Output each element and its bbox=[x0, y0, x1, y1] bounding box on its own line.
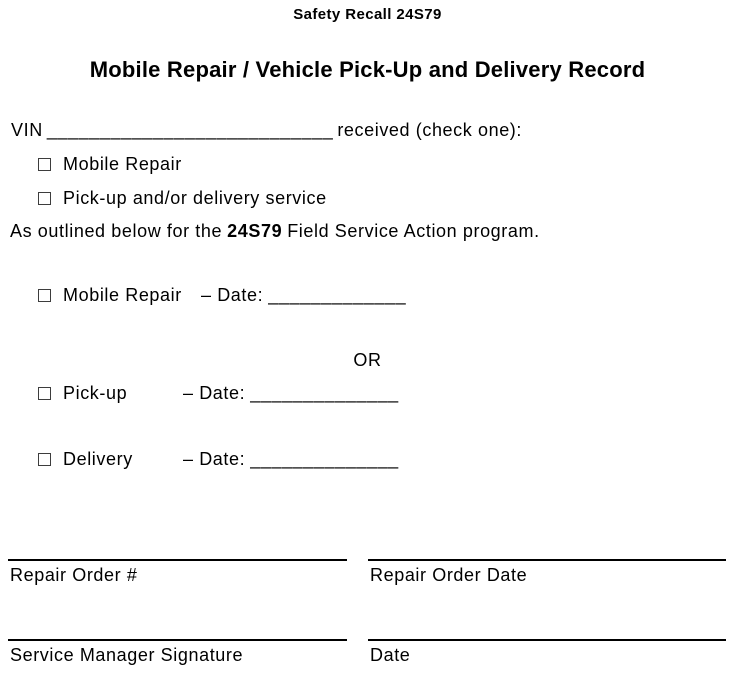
pickup-date-row: Pick-up – Date: ______________ bbox=[38, 383, 399, 404]
mobile-repair-date-prefix: – Date: bbox=[201, 285, 264, 305]
recall-header: Safety Recall 24S79 bbox=[293, 6, 442, 23]
program-code: 24S79 bbox=[227, 221, 283, 241]
service-manager-signature-cell: Service Manager Signature bbox=[8, 639, 347, 666]
option-row-pickup-delivery: Pick-up and/or delivery service bbox=[38, 188, 327, 209]
delivery-date-prefix: – Date: bbox=[183, 449, 246, 469]
delivery-date-row: Delivery – Date: ______________ bbox=[38, 449, 399, 470]
pickup-label: Pick-up bbox=[63, 383, 128, 403]
delivery-date-field[interactable]: ______________ bbox=[250, 449, 399, 469]
service-manager-signature-line[interactable] bbox=[8, 639, 347, 641]
signature-date-line[interactable] bbox=[368, 639, 726, 641]
mobile-repair-date-checkbox[interactable] bbox=[38, 289, 51, 302]
service-manager-signature-label: Service Manager Signature bbox=[10, 645, 244, 665]
mobile-repair-date-field[interactable]: _____________ bbox=[268, 285, 407, 305]
or-separator: OR bbox=[353, 350, 382, 370]
repair-order-date-label: Repair Order Date bbox=[370, 565, 528, 585]
page-title: Mobile Repair / Vehicle Pick-Up and Deli… bbox=[89, 57, 646, 82]
pickup-checkbox[interactable] bbox=[38, 387, 51, 400]
pickup-date-prefix: – Date: bbox=[183, 383, 246, 403]
repair-order-number-label: Repair Order # bbox=[10, 565, 138, 585]
note-text-after: Field Service Action program. bbox=[287, 221, 540, 241]
repair-order-number-cell: Repair Order # bbox=[8, 559, 347, 586]
delivery-label: Delivery bbox=[63, 449, 133, 469]
vin-label: VIN bbox=[11, 120, 43, 140]
option-row-mobile-repair: Mobile Repair bbox=[38, 154, 182, 175]
vin-row: VIN___________________________received (… bbox=[11, 120, 522, 141]
note-text-before: As outlined below for the bbox=[10, 221, 223, 241]
signature-date-label: Date bbox=[370, 645, 411, 665]
repair-order-number-line[interactable] bbox=[8, 559, 347, 561]
mobile-repair-checkbox[interactable] bbox=[38, 158, 51, 171]
delivery-checkbox[interactable] bbox=[38, 453, 51, 466]
mobile-repair-date-label: Mobile Repair bbox=[63, 285, 182, 305]
vin-suffix-label: received (check one): bbox=[337, 120, 522, 140]
pickup-delivery-option-label: Pick-up and/or delivery service bbox=[63, 188, 327, 208]
mobile-repair-option-label: Mobile Repair bbox=[63, 154, 182, 174]
repair-order-date-cell: Repair Order Date bbox=[368, 559, 726, 586]
pickup-date-field[interactable]: ______________ bbox=[250, 383, 399, 403]
vin-blank-field[interactable]: ___________________________ bbox=[46, 120, 334, 140]
repair-order-date-line[interactable] bbox=[368, 559, 726, 561]
signature-date-cell: Date bbox=[368, 639, 726, 666]
pickup-delivery-checkbox[interactable] bbox=[38, 192, 51, 205]
mobile-repair-date-row: Mobile Repair – Date: _____________ bbox=[38, 285, 406, 306]
